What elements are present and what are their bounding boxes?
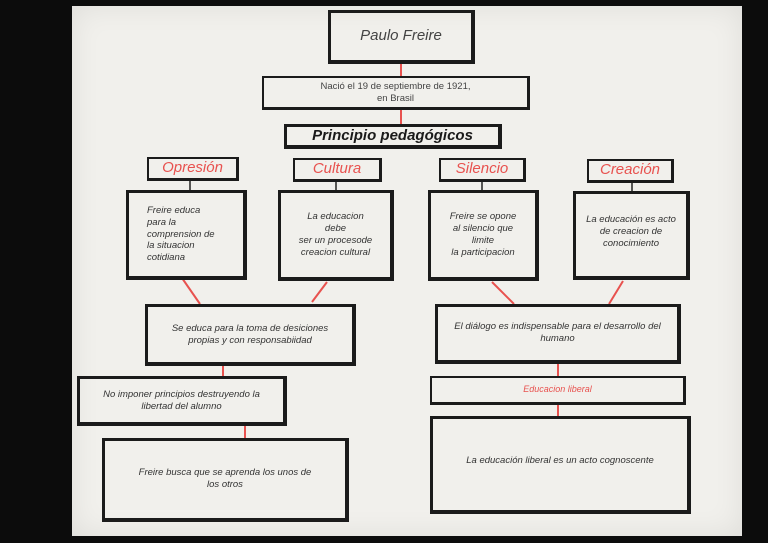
- connector-creacion-summary: [608, 280, 624, 305]
- connector-silencio-summary: [491, 281, 515, 305]
- description-silencio: Freire se opone al silencio que limite l…: [428, 190, 539, 281]
- node-right-summary: El diálogo es indispensable para el desa…: [435, 304, 681, 364]
- description-creacion: La educación es acto de creacion de cono…: [573, 191, 690, 280]
- node-principle: Principio pedagógicos: [284, 124, 502, 149]
- connector-cultura-summary: [311, 281, 328, 303]
- paper-sheet: [72, 6, 742, 536]
- category-silencio: Silencio: [439, 158, 526, 182]
- category-opresion: Opresión: [147, 157, 239, 181]
- category-cultura: Cultura: [293, 158, 382, 182]
- node-left-summary: Se educa para la toma de desiciones prop…: [145, 304, 356, 366]
- node-birth: Nació el 19 de septiembre de 1921, en Br…: [262, 76, 530, 110]
- description-cultura: La educacion debe ser un procesode creac…: [278, 190, 394, 281]
- category-creacion: Creación: [587, 159, 674, 183]
- node-title: Paulo Freire: [328, 10, 475, 64]
- node-left-final: Freire busca que se aprenda los unos de …: [102, 438, 349, 522]
- node-left-point: No imponer principios destruyendo la lib…: [77, 376, 287, 426]
- connector-opresion-summary: [181, 277, 201, 305]
- node-right-final: La educación liberal es un acto cognosce…: [430, 416, 691, 514]
- node-right-heading: Educacion liberal: [430, 376, 686, 405]
- description-opresion: Freire educa para la comprension de la s…: [126, 190, 247, 280]
